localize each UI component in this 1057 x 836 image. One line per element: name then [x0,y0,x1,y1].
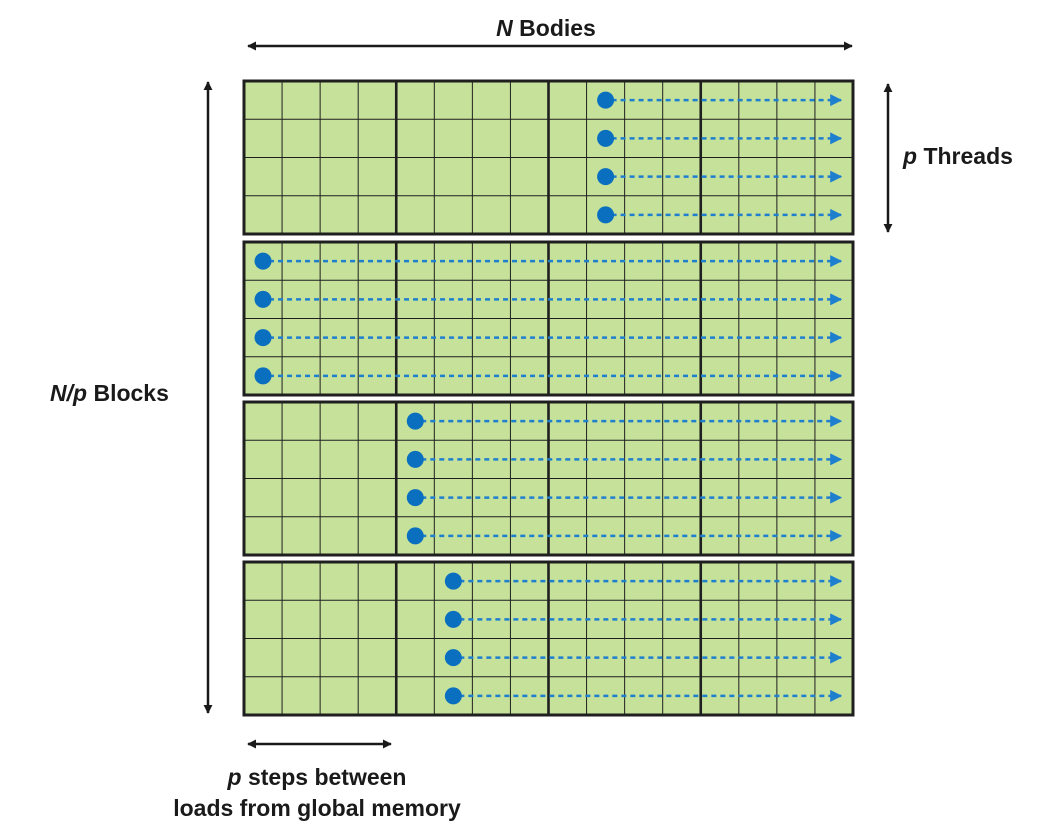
thread-dot [597,91,615,109]
thread-dot [254,290,272,308]
thread-dot [444,610,462,628]
thread-block [242,240,855,397]
thread-dot [254,329,272,347]
thread-dot [597,168,615,186]
thread-dot [444,572,462,590]
block-border [242,560,855,717]
thread-block [242,79,855,236]
np-blocks-label: N/p Blocks [50,380,169,406]
thread-dot [406,489,424,507]
thread-dot [444,649,462,667]
p-steps-label-line2: loads from global memory [173,795,461,821]
n-bodies-label: N Bodies [496,15,596,41]
block-border [242,400,855,557]
p-steps-label-line1: p steps between [227,764,407,790]
thread-dot [444,687,462,705]
thread-block [242,560,855,717]
thread-dot [597,129,615,147]
block-border [242,240,855,397]
p-threads-label: p Threads [902,143,1013,169]
thread-dot [254,367,272,385]
block-border [242,79,855,236]
thread-dot [254,252,272,270]
thread-dot [406,450,424,468]
thread-blocks [242,79,855,717]
thread-block [242,400,855,557]
thread-dot [406,527,424,545]
thread-dot [597,206,615,224]
thread-dot [406,412,424,430]
